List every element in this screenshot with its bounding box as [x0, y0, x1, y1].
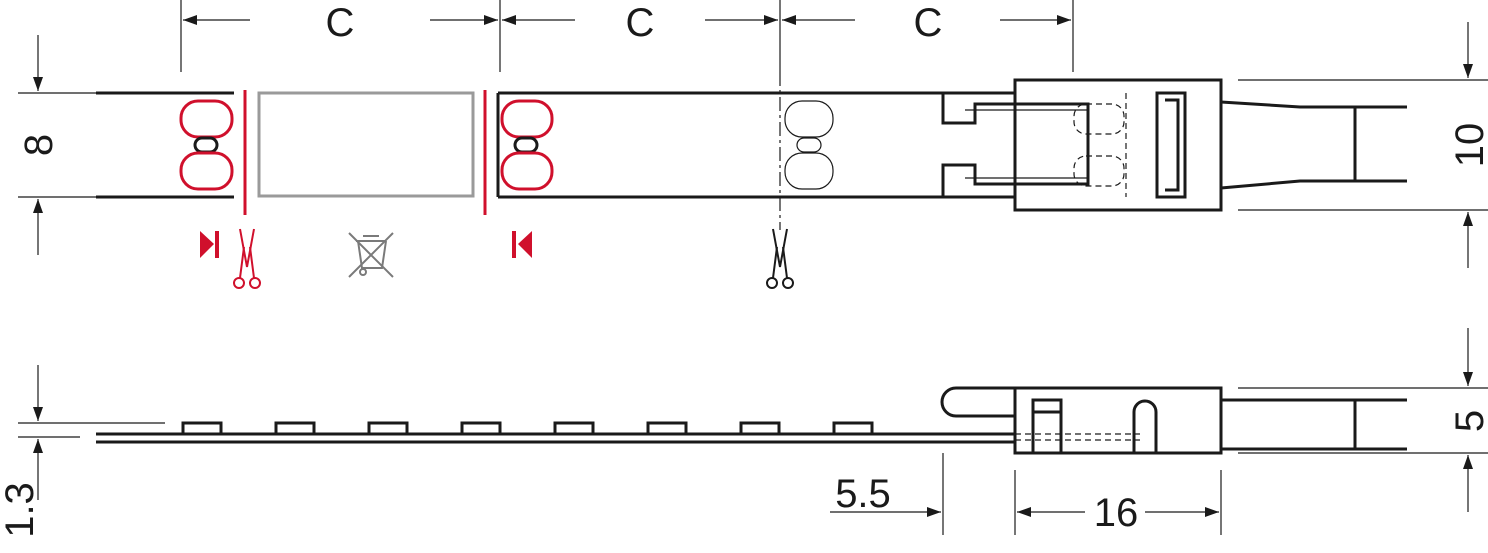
connector-body [1013, 386, 1223, 455]
side-view: 1.3 5 5.5 [0, 328, 1488, 538]
dim-connector-height: 5 [1238, 328, 1488, 512]
solder-pad-small [796, 137, 822, 153]
led [646, 421, 688, 436]
top-view: C C C 8 [17, 0, 1488, 289]
connector-top-view [943, 78, 1407, 212]
led [460, 421, 502, 436]
dim-offset: 5.5 [830, 453, 944, 535]
led [181, 421, 223, 436]
solder-pad-small [193, 136, 219, 154]
led [832, 421, 874, 436]
led [367, 421, 409, 436]
dim-c-label-2: C [626, 1, 655, 45]
led [739, 421, 781, 436]
strip-tab-end [941, 93, 1090, 197]
crossed-out-bin-icon [348, 232, 394, 278]
dim-strip-thickness: 1.3 [0, 365, 165, 538]
dim-c-label-1: C [326, 1, 355, 45]
hidden-contact [1073, 155, 1125, 187]
cable-upper [1220, 100, 1407, 109]
removed-section [257, 91, 475, 198]
dim-connector-length: 16 [1014, 470, 1222, 535]
led [553, 421, 595, 436]
dim-c-3: C [782, 1, 1071, 45]
connector-lever [940, 386, 1015, 418]
direction-marker-icon [200, 231, 219, 258]
dim-c-1: C [183, 1, 498, 45]
connector-latch [1155, 91, 1187, 199]
solder-pad [784, 152, 834, 190]
scissors-icon [766, 228, 794, 289]
connector-side-view [940, 386, 1407, 455]
connector-housing [1013, 78, 1223, 212]
solder-pad [784, 100, 834, 138]
led [274, 421, 316, 436]
dim-c-label-3: C [914, 1, 943, 45]
scissors-icon [233, 228, 261, 289]
strip-segment-left [96, 91, 234, 199]
dim-strip-width-label: 8 [17, 134, 61, 156]
dim-c-2: C [502, 1, 778, 45]
direction-marker-icon [512, 231, 532, 258]
cable-lower [1220, 179, 1407, 190]
strip-tab-inner [965, 109, 1088, 179]
dim-connector-width: 10 [1238, 22, 1488, 268]
solder-pad-small [513, 136, 539, 154]
led-row [181, 421, 874, 436]
connector-pin [1132, 399, 1158, 453]
dim-connector-height-label: 5 [1448, 410, 1488, 432]
solder-pad-red [500, 151, 554, 191]
solder-pad-red [500, 99, 554, 139]
hidden-contact [1073, 103, 1125, 135]
dim-strip-width: 8 [17, 35, 96, 255]
dim-offset-label: 5.5 [835, 472, 891, 516]
dim-connector-length-label: 16 [1094, 491, 1139, 535]
strip-segment-middle [496, 91, 943, 199]
dim-strip-thickness-label: 1.3 [0, 482, 42, 538]
solder-pad-red [179, 99, 234, 139]
connector-latch-side [1031, 398, 1063, 455]
dim-connector-width-label: 10 [1448, 123, 1488, 168]
solder-pad-red [179, 151, 234, 191]
